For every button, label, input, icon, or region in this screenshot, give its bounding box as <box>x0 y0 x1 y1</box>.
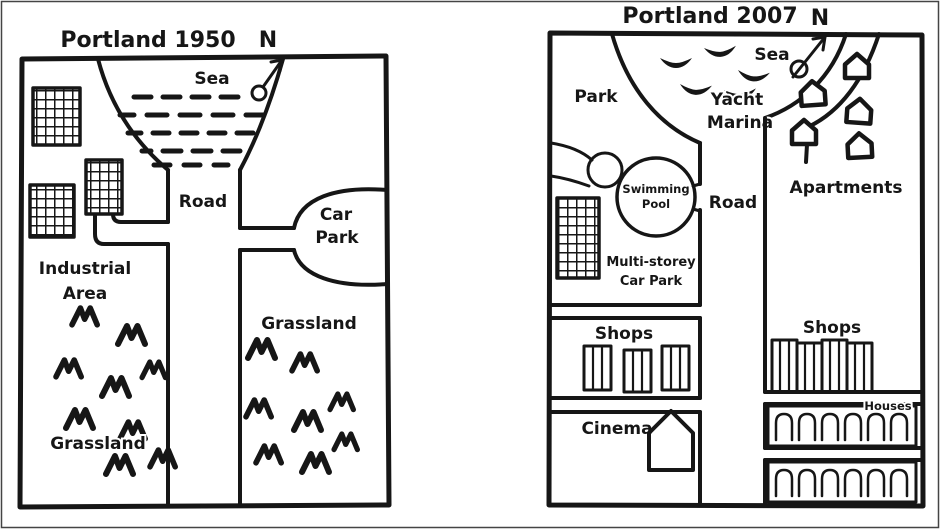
sea-label: Sea <box>194 69 229 89</box>
main-road <box>698 116 767 506</box>
shops-east-label: Shops <box>803 318 861 338</box>
road-label: Road <box>709 193 757 213</box>
multi-storey-label-line2: Car Park <box>620 274 683 289</box>
industrial-area-label-line1: Industrial <box>39 259 131 279</box>
car-park-road <box>238 187 389 287</box>
map-portland-2007: Portland 2007 N Sea Park Yacht Marina <box>546 4 926 509</box>
industrial-building <box>28 183 76 239</box>
sea-bank-west <box>610 32 702 145</box>
sea-bank-west <box>96 57 170 172</box>
swimming-pool-label-line1: Swimming <box>622 182 689 196</box>
sea-water-marks <box>117 94 267 168</box>
sea-bank-east <box>238 57 285 172</box>
grass-marks-east <box>246 340 357 472</box>
industrial-building <box>31 86 82 147</box>
apartments-label: Apartments <box>790 178 903 198</box>
map-portland-1950: Portland 1950 N Sea Road <box>17 28 392 510</box>
map2007-title: Portland 2007 <box>622 4 797 29</box>
houses-row-2 <box>766 460 918 504</box>
map1950-title: Portland 1950 <box>60 28 235 53</box>
industrial-building <box>84 158 124 216</box>
map2007-north-label: N <box>811 6 829 31</box>
multi-storey-label-line1: Multi-storey <box>606 255 696 270</box>
shops-west-buildings <box>582 344 691 394</box>
apartment-house-icons <box>792 54 872 158</box>
yacht-marina-label-line1: Yacht <box>710 90 764 110</box>
road-label: Road <box>179 192 227 212</box>
cinema-building <box>647 409 695 472</box>
sea-label: Sea <box>754 45 789 65</box>
industrial-area-label-line2: Area <box>63 284 108 304</box>
car-park-label-line2: Park <box>315 228 359 248</box>
houses-label: Houses <box>864 399 911 413</box>
grassland-east-label: Grassland <box>261 314 357 334</box>
map1950-north-label: N <box>259 28 277 53</box>
main-road <box>166 168 242 506</box>
park-label: Park <box>574 87 618 107</box>
map-border <box>546 30 926 509</box>
compass-icon <box>789 35 827 79</box>
multi-storey-car-park-building <box>555 196 601 280</box>
car-park-label-line1: Car <box>320 205 353 225</box>
grassland-south-label: Grassland <box>50 434 146 454</box>
shops-west-label: Shops <box>595 324 653 344</box>
swimming-pool-label-line2: Pool <box>642 197 670 211</box>
houses-row-1 <box>766 404 918 448</box>
swimming-pool <box>549 141 702 238</box>
shops-east-buildings <box>770 338 874 394</box>
map-border <box>17 53 392 510</box>
cinema-label: Cinema <box>581 419 652 439</box>
